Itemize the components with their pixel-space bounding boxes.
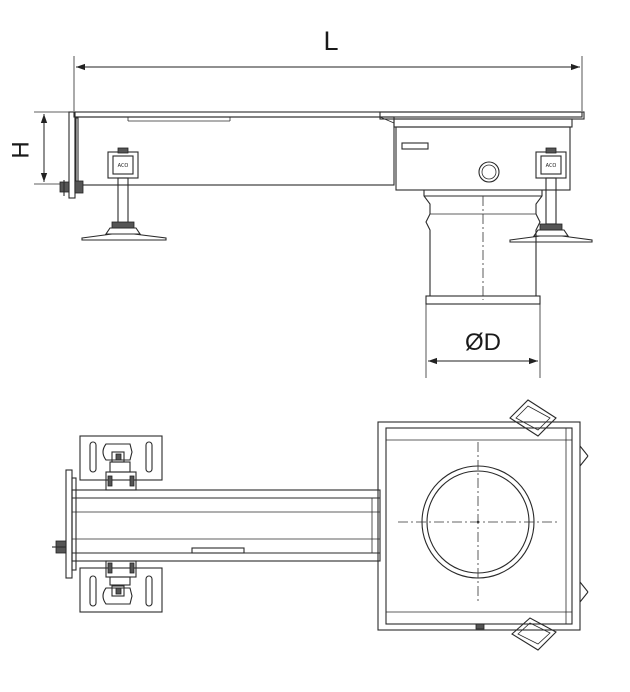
- bracket-bottom-right: [511, 617, 557, 651]
- diameter-label: ØD: [465, 329, 501, 356]
- diameter-dimension: ØD: [425, 304, 541, 378]
- channel-body: [59, 111, 583, 199]
- bracket-top-right: [509, 399, 557, 437]
- height-label: H: [7, 141, 34, 158]
- length-dimension: L: [73, 26, 583, 111]
- foot-logo-right: ACO: [546, 163, 557, 169]
- sump-plan: [377, 399, 589, 651]
- right-adjustable-foot: ACO: [509, 147, 593, 243]
- outlet-pipe: [425, 196, 541, 305]
- foot-logo-left: ACO: [118, 163, 129, 169]
- top-plan-view: [52, 399, 589, 651]
- lower-foot-plate: [79, 560, 163, 613]
- upper-foot-plate: [79, 435, 163, 491]
- side-elevation-view: L H ACO: [7, 26, 593, 378]
- overflow-opening: [478, 161, 500, 183]
- sump-box: [379, 111, 585, 214]
- left-adjustable-foot: ACO: [81, 147, 167, 241]
- length-label: L: [323, 26, 338, 56]
- height-dimension: H: [7, 111, 74, 185]
- channel-plan: [52, 469, 381, 579]
